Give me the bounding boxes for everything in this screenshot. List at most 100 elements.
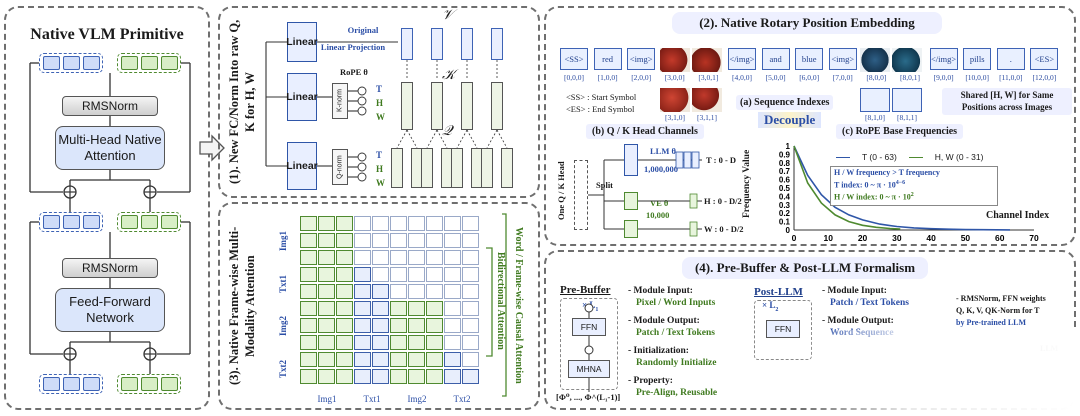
attention-cell-9-1 bbox=[318, 369, 335, 384]
pre-item-key-1: - Module Output: bbox=[628, 316, 700, 326]
attention-cell-7-2 bbox=[336, 335, 353, 350]
q-column-a-0 bbox=[391, 148, 403, 188]
attention-cell-8-3 bbox=[354, 352, 371, 367]
seq-token-11: </img> bbox=[929, 48, 958, 70]
v-column-0 bbox=[401, 28, 413, 60]
attention-cell-7-9 bbox=[462, 335, 479, 350]
seq-index-2: [2,0,0] bbox=[631, 73, 652, 82]
attention-cell-0-9 bbox=[462, 216, 479, 231]
attention-cell-7-6 bbox=[408, 335, 425, 350]
attention-cell-8-9 bbox=[462, 352, 479, 367]
token-green-0-1 bbox=[141, 56, 158, 70]
attention-cell-1-2 bbox=[336, 233, 353, 248]
attention-cell-2-5 bbox=[390, 250, 407, 265]
linear-block-q: Linear bbox=[286, 142, 318, 190]
y-tick-7: 0.7 bbox=[779, 167, 791, 176]
h-channel-box bbox=[624, 192, 638, 210]
annotation-2-text: T index: 0 ~ π · 10 bbox=[834, 180, 896, 190]
token-green-0-2 bbox=[161, 56, 178, 70]
bidirectional-label: Bidirectional Attention bbox=[495, 252, 506, 350]
panel-native-rope bbox=[544, 6, 1076, 246]
panel3-brackets bbox=[486, 213, 507, 397]
mid-tokens-blue bbox=[39, 212, 103, 232]
t-range-label: T : 0 - D bbox=[706, 155, 737, 165]
idx-8-1-1: [8,1,1] bbox=[897, 113, 917, 122]
k-column-1 bbox=[431, 82, 443, 130]
t-channel-box bbox=[624, 144, 638, 176]
attention-cell-2-7 bbox=[426, 250, 443, 265]
attention-cell-9-5 bbox=[390, 369, 407, 384]
seq-token-6: and bbox=[761, 48, 790, 70]
seq-index-3: [3,0,0] bbox=[664, 73, 685, 82]
decouple-label: Decouple bbox=[758, 112, 822, 128]
annotation-3-text: H / W index: 0 ~ π · 10 bbox=[834, 192, 911, 202]
attention-cell-1-8 bbox=[444, 233, 461, 248]
attention-cell-6-5 bbox=[390, 318, 407, 333]
attention-cell-4-3 bbox=[354, 284, 371, 299]
out-tokens-blue bbox=[39, 374, 103, 394]
attention-cell-2-8 bbox=[444, 250, 461, 265]
q-h-label: H bbox=[376, 164, 384, 174]
x-tick-0: 0 bbox=[792, 233, 797, 243]
attention-cell-6-6 bbox=[408, 318, 425, 333]
attention-cell-3-1 bbox=[318, 267, 335, 282]
x-tick-4: 40 bbox=[926, 233, 936, 243]
token-blue-2-2 bbox=[83, 377, 100, 391]
seq-token-12: pills bbox=[963, 48, 992, 70]
attention-cell-6-8 bbox=[444, 318, 461, 333]
attention-cell-4-1 bbox=[318, 284, 335, 299]
attention-cell-0-8 bbox=[444, 216, 461, 231]
seq-index-10: [8,0,1] bbox=[900, 73, 920, 82]
attention-cell-0-7 bbox=[426, 216, 443, 231]
pre-item-key-3: - Property: bbox=[628, 376, 673, 386]
seq-index-8: [7,0,0] bbox=[832, 73, 853, 82]
attention-cell-0-5 bbox=[390, 216, 407, 231]
causal-label: Word / Frame-wise Causal Attention bbox=[513, 226, 524, 384]
seq-index-11: [9,0,0] bbox=[933, 73, 954, 82]
attention-cell-0-0 bbox=[300, 216, 317, 231]
attention-cell-2-9 bbox=[462, 250, 479, 265]
attention-cell-8-7 bbox=[426, 352, 443, 367]
pre-item-key-0: - Module Input: bbox=[628, 286, 693, 296]
linear-block-k: Linear bbox=[286, 73, 318, 121]
prebuffer-ffn: FFN bbox=[572, 318, 606, 336]
attention-cell-3-3 bbox=[354, 267, 371, 282]
attention-cell-7-3 bbox=[354, 335, 371, 350]
col-label-3: Txt2 bbox=[453, 394, 471, 404]
panel1-lines bbox=[265, 41, 508, 182]
seq-index-6: [5,0,0] bbox=[765, 73, 786, 82]
rope-freq-label: (c) RoPE Base Frequencies bbox=[836, 124, 964, 139]
seq-token-5: </img> bbox=[728, 48, 756, 70]
attention-cell-3-4 bbox=[372, 267, 389, 282]
attention-cell-0-1 bbox=[318, 216, 335, 231]
attention-cell-3-5 bbox=[390, 267, 407, 282]
y-tick-1: 0.1 bbox=[779, 218, 791, 227]
attention-cell-0-3 bbox=[354, 216, 371, 231]
attention-cell-1-0 bbox=[300, 233, 317, 248]
input-tokens-blue bbox=[39, 53, 103, 73]
seq-index-5: [4,0,0] bbox=[732, 73, 752, 82]
attention-cell-1-1 bbox=[318, 233, 335, 248]
token-blue-0-0 bbox=[43, 56, 60, 70]
prebuffer-label: Pre-Buffer bbox=[560, 284, 611, 296]
q-column-a-1 bbox=[421, 148, 433, 188]
attention-cell-3-8 bbox=[444, 267, 461, 282]
attention-cell-8-6 bbox=[408, 352, 425, 367]
legend-hw: H, W (0 - 31) bbox=[934, 152, 984, 162]
prebuffer-lines bbox=[584, 303, 594, 392]
post-note-0: - RMSNorm, FFN weights bbox=[956, 294, 1046, 303]
q-column-a-3 bbox=[481, 148, 493, 188]
attention-cell-7-1 bbox=[318, 335, 335, 350]
y-tick-9: 0.9 bbox=[779, 150, 791, 159]
attention-cell-6-3 bbox=[354, 318, 371, 333]
attention-cell-4-9 bbox=[462, 284, 479, 299]
token-blue-0-2 bbox=[83, 56, 100, 70]
post-item-key-0: - Module Input: bbox=[822, 286, 887, 296]
attention-block: Multi-Head Native Attention bbox=[55, 126, 165, 170]
attention-cell-9-7 bbox=[426, 369, 443, 384]
attention-cell-3-2 bbox=[336, 267, 353, 282]
ve-theta-label: VE θ bbox=[650, 198, 669, 208]
seq-index-9: [8,0,0] bbox=[866, 73, 887, 82]
attention-cell-4-2 bbox=[336, 284, 353, 299]
post-note-1: Q, K, V, QK-Norm for T bbox=[956, 306, 1040, 315]
